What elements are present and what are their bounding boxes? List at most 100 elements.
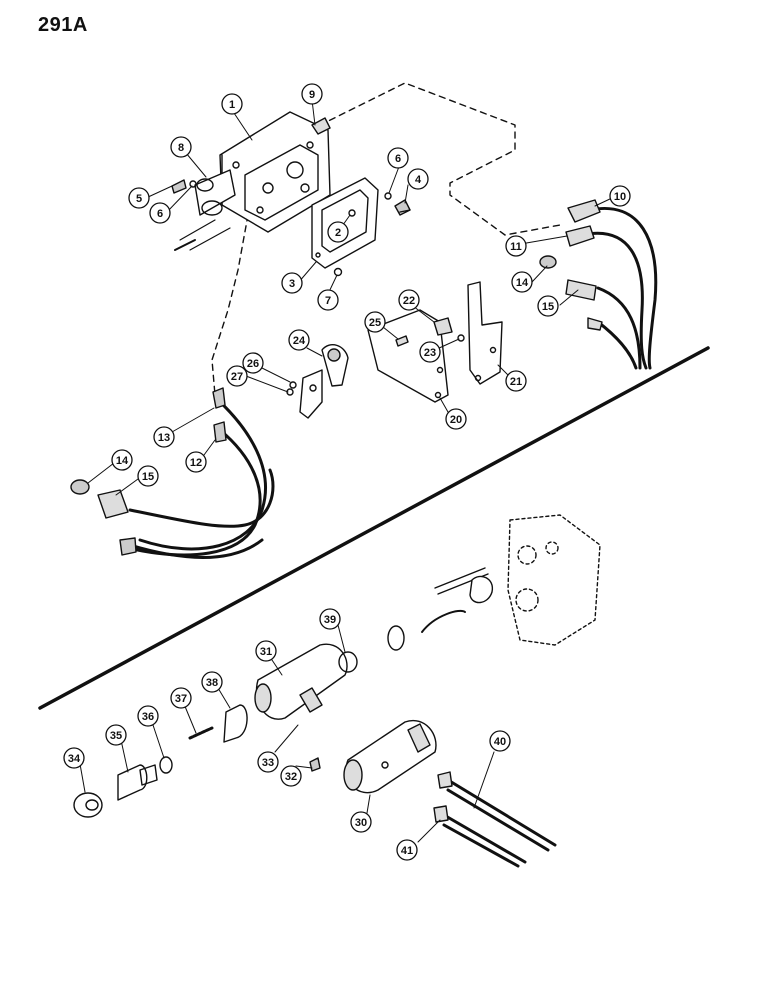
callout-number: 25 bbox=[369, 317, 381, 329]
callout-number: 6 bbox=[157, 208, 163, 220]
callout-circle bbox=[280, 765, 302, 787]
callout-circle bbox=[128, 187, 150, 209]
callout-c8: 8 bbox=[170, 136, 192, 158]
callout-number: 30 bbox=[355, 817, 367, 829]
clamp-24 bbox=[299, 344, 349, 419]
callout-number: 26 bbox=[247, 358, 259, 370]
callout-circle bbox=[257, 751, 279, 773]
o-ring-39 bbox=[338, 651, 358, 673]
washer-6 bbox=[384, 192, 392, 200]
spring-37 bbox=[188, 726, 214, 740]
washer-26 bbox=[289, 381, 297, 389]
callout-number: 10 bbox=[614, 191, 626, 203]
callout-c30: 30 bbox=[350, 811, 372, 833]
callout-number: 4 bbox=[415, 174, 422, 186]
callout-number: 9 bbox=[309, 89, 315, 101]
callout-c15a: 15 bbox=[537, 295, 559, 317]
callout-circle bbox=[105, 724, 127, 746]
callout-circle bbox=[288, 329, 310, 351]
callout-circle bbox=[387, 147, 409, 169]
callout-circle bbox=[170, 687, 192, 709]
callout-circle bbox=[609, 185, 631, 207]
callout-c10: 10 bbox=[609, 185, 631, 207]
callout-number: 15 bbox=[542, 301, 554, 313]
callout-circle bbox=[255, 640, 277, 662]
callout-c12: 12 bbox=[185, 451, 207, 473]
nut-7 bbox=[333, 267, 343, 277]
callout-circle bbox=[350, 811, 372, 833]
callout-circle bbox=[407, 168, 429, 190]
callout-number: 7 bbox=[325, 295, 331, 307]
callout-c1: 1 bbox=[221, 93, 243, 115]
callout-c6a: 6 bbox=[149, 202, 171, 224]
callout-circle bbox=[419, 341, 441, 363]
callout-c2: 2 bbox=[327, 221, 349, 243]
callout-c14a: 14 bbox=[511, 271, 533, 293]
callout-c5: 5 bbox=[128, 187, 150, 209]
callout-circle bbox=[301, 83, 323, 105]
callout-circle bbox=[153, 426, 175, 448]
valve-body bbox=[174, 111, 331, 251]
callout-circle bbox=[445, 408, 467, 430]
callout-circle bbox=[149, 202, 171, 224]
callout-c11: 11 bbox=[505, 235, 527, 257]
callout-number: 22 bbox=[403, 295, 415, 307]
callout-c41: 41 bbox=[396, 839, 418, 861]
callout-c32: 32 bbox=[280, 765, 302, 787]
callout-c36: 36 bbox=[137, 705, 159, 727]
callout-number: 2 bbox=[335, 227, 341, 239]
callout-number: 35 bbox=[110, 730, 122, 742]
callout-number: 24 bbox=[293, 335, 306, 347]
screw-25 bbox=[395, 335, 409, 347]
callout-c3: 3 bbox=[281, 272, 303, 294]
callout-circle bbox=[511, 271, 533, 293]
callout-c9: 9 bbox=[301, 83, 323, 105]
callout-number: 38 bbox=[206, 677, 218, 689]
callout-number: 5 bbox=[136, 193, 142, 205]
cap-34 bbox=[73, 792, 103, 818]
callout-circle bbox=[63, 747, 85, 769]
section-divider-line bbox=[38, 346, 710, 710]
callout-number: 11 bbox=[510, 241, 522, 253]
fitting-32 bbox=[309, 757, 321, 772]
bracket-20 bbox=[367, 309, 449, 403]
callout-circle bbox=[505, 370, 527, 392]
screw-5 bbox=[171, 179, 187, 194]
gasket bbox=[311, 177, 379, 269]
callout-number: 14 bbox=[116, 455, 129, 467]
callout-number: 1 bbox=[229, 99, 235, 111]
callout-number: 14 bbox=[516, 277, 529, 289]
hose-40 bbox=[437, 771, 557, 852]
callout-c27: 27 bbox=[226, 365, 248, 387]
callout-circle bbox=[489, 730, 511, 752]
callout-c20: 20 bbox=[445, 408, 467, 430]
page-number-label: 291A bbox=[38, 14, 88, 36]
callout-number: 39 bbox=[324, 614, 336, 626]
washer-6-left bbox=[189, 180, 197, 188]
callout-number: 13 bbox=[158, 432, 170, 444]
callout-circle bbox=[505, 235, 527, 257]
callout-circle bbox=[537, 295, 559, 317]
callout-circle bbox=[137, 705, 159, 727]
callout-c25: 25 bbox=[364, 311, 386, 333]
callout-circle bbox=[281, 272, 303, 294]
valve-housing-dotted bbox=[507, 514, 601, 646]
callout-c4: 4 bbox=[407, 168, 429, 190]
callout-c15b: 15 bbox=[137, 465, 159, 487]
screw-4 bbox=[394, 199, 411, 216]
tee-fitting-31 bbox=[254, 643, 348, 720]
seat-38 bbox=[223, 704, 248, 743]
callout-number: 6 bbox=[395, 153, 401, 165]
callout-c23: 23 bbox=[419, 341, 441, 363]
nut-23 bbox=[457, 334, 465, 342]
callout-circle bbox=[185, 451, 207, 473]
bracket-21 bbox=[467, 281, 503, 385]
callout-circle bbox=[398, 289, 420, 311]
callout-c14b: 14 bbox=[111, 449, 133, 471]
callout-number: 12 bbox=[190, 457, 202, 469]
callout-c34: 34 bbox=[63, 747, 85, 769]
callout-circle bbox=[317, 289, 339, 311]
callout-circle bbox=[396, 839, 418, 861]
callout-c37: 37 bbox=[170, 687, 192, 709]
